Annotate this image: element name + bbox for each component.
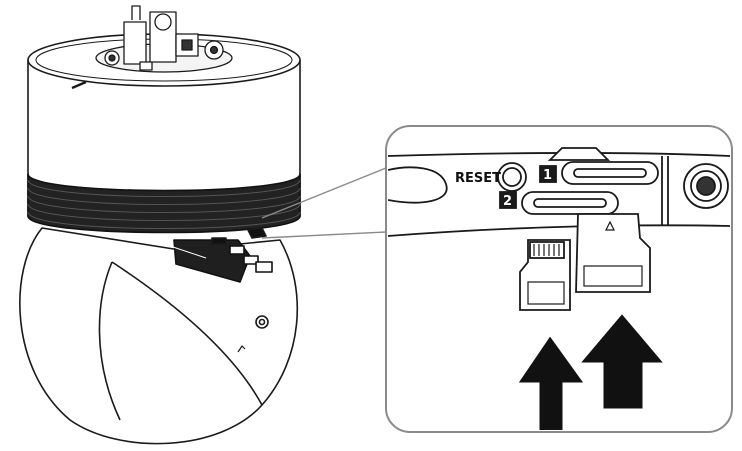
slot-2-number: 2 [503,194,512,209]
ribbed-band [27,173,301,234]
dome-camera [19,5,301,445]
microsd-card-1 [575,213,651,293]
top-mount-hardware [95,5,233,73]
card-orientation-triangle [605,220,615,231]
zoom-detail-panel: RESET 1 2 [385,125,733,433]
reset-button-detail: RESET [455,162,527,192]
screw-hole-icon [683,163,729,209]
slot-1-badge [539,165,557,183]
sd-slot-cover-open [169,227,273,283]
sd-slot-1: 1 [539,147,659,185]
reset-label: RESET [455,171,501,186]
insert-arrow-left-icon [513,331,589,430]
slot-2-badge [499,191,517,209]
sd-slot-2: 2 [499,191,619,215]
microsd-card-2 [519,239,571,311]
callout-lines [261,167,387,239]
slot-1-number: 1 [543,168,552,183]
camera-ball [19,227,299,445]
insert-arrow-right-icon [574,309,670,412]
